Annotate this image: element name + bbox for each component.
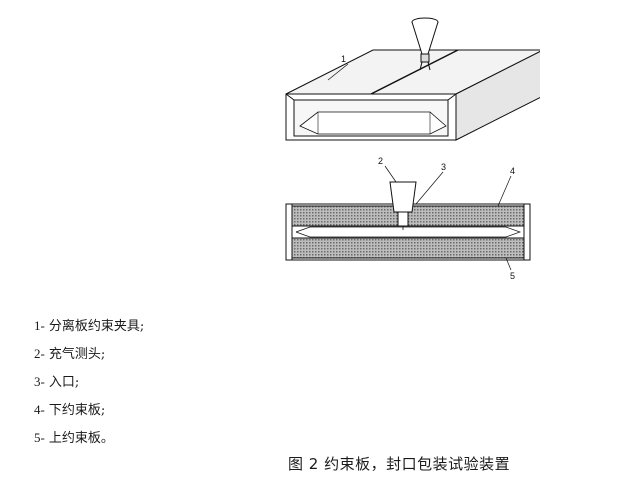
legend-item: 3-入口; (34, 374, 144, 402)
callout-2: 2 (378, 156, 383, 166)
legend-item-text: 充气测头; (48, 347, 106, 362)
callout-4: 4 (510, 166, 515, 176)
legend-item-text: 分离板约束夹具; (48, 319, 145, 334)
fixture-section-view (285, 165, 531, 271)
legend-item-number: 3- (34, 374, 45, 389)
legend-item-number: 2- (34, 346, 45, 361)
legend-item: 4-下约束板; (34, 402, 144, 430)
fixture-3d-view (285, 17, 540, 141)
legend-item: 2-充气测头; (34, 346, 144, 374)
legend-item-number: 4- (34, 402, 45, 417)
legend-item: 5-上约束板。 (34, 430, 144, 458)
legend-item-number: 5- (34, 430, 45, 445)
legend-item-text: 入口; (48, 375, 80, 390)
legend-item-text: 上约束板。 (48, 431, 114, 446)
legend-list: 1-分离板约束夹具; 2-充气测头; 3-入口; 4-下约束板; 5-上约束板。 (34, 318, 144, 458)
legend-item: 1-分离板约束夹具; (34, 318, 144, 346)
figure-caption: 图 2 约束板，封口包装试验装置 (288, 455, 511, 473)
legend-item-number: 1- (34, 318, 45, 333)
callout-1: 1 (341, 54, 346, 64)
legend-item-text: 下约束板; (48, 403, 106, 418)
apparatus-drawing: 1 2 3 4 5 (285, 17, 540, 281)
callout-3: 3 (441, 162, 446, 172)
callout-5: 5 (510, 271, 515, 281)
